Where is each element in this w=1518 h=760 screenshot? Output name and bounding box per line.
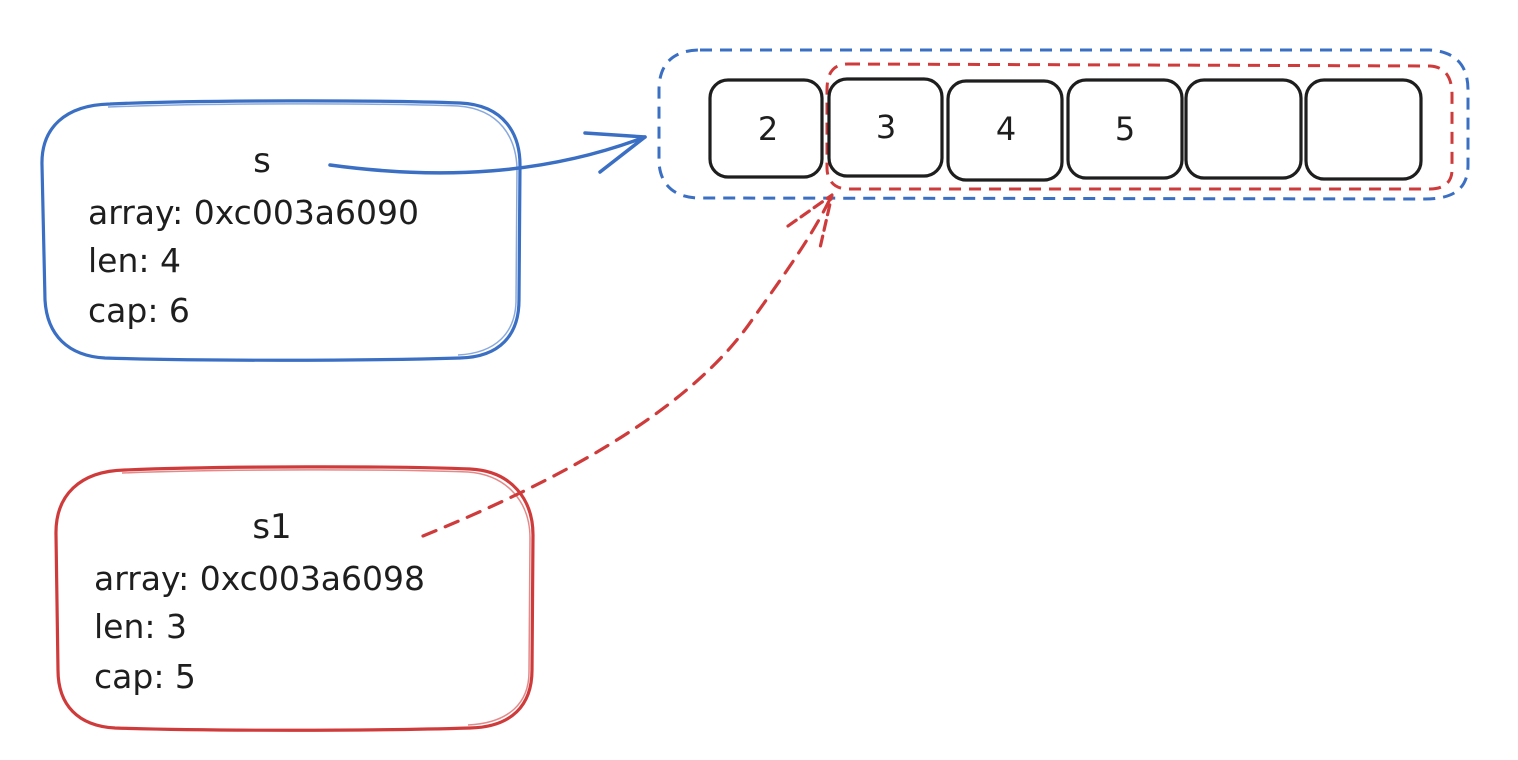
array-cells: 2 3 4 5	[708, 77, 1423, 182]
slice-s1-range-outline	[825, 62, 1454, 191]
slice-s1-name: s1	[252, 507, 291, 547]
slice-s-cap: cap: 6	[88, 291, 190, 330]
slice-s1-len: len: 3	[94, 607, 187, 646]
slice-s-range-outline	[657, 48, 1470, 201]
array-cell: 2	[708, 78, 824, 179]
slice-s-array: array: 0xc003a6090	[88, 193, 419, 232]
slice-s-len: len: 4	[88, 241, 181, 280]
array-cell	[1184, 78, 1303, 180]
array-cell-value: 5	[1115, 110, 1135, 148]
slice-s1-border	[54, 465, 535, 732]
array-cell: 4	[946, 79, 1064, 182]
slice-s-box: s array: 0xc003a6090 len: 4 cap: 6	[40, 99, 522, 362]
array-cell	[1304, 78, 1423, 181]
slice-s-border	[40, 99, 522, 362]
slice-s1-cap: cap: 5	[94, 657, 196, 696]
array-cell-value: 4	[996, 110, 1016, 148]
arrowhead-icon	[786, 193, 834, 250]
array-cell: 5	[1066, 78, 1184, 180]
arrowhead-icon	[583, 131, 647, 174]
array-cell-value: 2	[758, 110, 778, 148]
slice-s1-box: s1 array: 0xc003a6098 len: 3 cap: 5	[54, 465, 535, 732]
array-cell: 3	[827, 77, 944, 178]
slice-s1-pointer-arrow	[421, 193, 834, 538]
array-cell-value: 3	[876, 108, 896, 146]
slice-s-pointer-arrow	[328, 131, 647, 175]
slice-s-name: s	[253, 141, 271, 181]
slice-s1-array: array: 0xc003a6098	[94, 559, 425, 598]
